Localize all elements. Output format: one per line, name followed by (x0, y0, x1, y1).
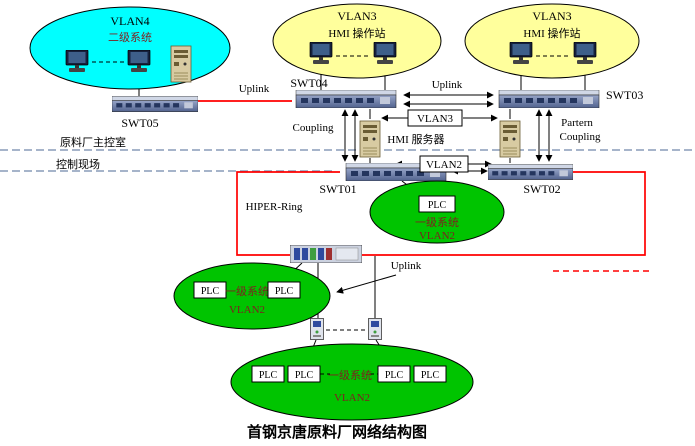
plc-left-vlan-label: VLAN2 (229, 304, 265, 316)
uplink-right-label: Uplink (432, 79, 463, 91)
ring-right-segment (362, 171, 646, 256)
plc-left-ellipse (173, 262, 331, 330)
vlan3-mid-ellipse (272, 3, 442, 79)
computer-icon (65, 50, 89, 73)
partern-coupling-label: Coupling (560, 131, 601, 143)
switch-icon-swt03 (498, 90, 600, 108)
hmi-station-mid-label: HMI 操作站 (328, 26, 385, 40)
ring-left-segment (236, 171, 340, 256)
vlan3-tag-box (407, 109, 463, 127)
switch-icon-swt04 (295, 90, 397, 108)
arrow-uplink-field (336, 274, 397, 294)
server-icon (170, 45, 192, 83)
vlan3-right-ellipse (464, 3, 640, 79)
link-labels: Uplink Uplink Coupling VLAN3 Partern Cou… (239, 79, 601, 272)
zone-plc-mid: PLC 一级系统 VLAN2 (369, 180, 505, 244)
zone-vlan4: VLAN4 二级系统 (29, 6, 231, 90)
partern-label: Partern (561, 117, 593, 129)
switch-label-swt05: SWT05 (121, 116, 158, 130)
hmi-servers: HMI 服务器 (359, 120, 521, 158)
switch-label-swt02: SWT02 (523, 182, 560, 196)
plc-box (193, 281, 227, 299)
plc-box (418, 195, 456, 213)
computer-icon (573, 42, 597, 65)
hmi-station-right-label: HMI 操作站 (523, 26, 580, 40)
coupling-label: Coupling (293, 122, 334, 134)
media-converter-icon (310, 318, 324, 340)
computer-icon (373, 42, 397, 65)
plc-mid-system-label: 一级系统 (415, 216, 459, 229)
computer-icon (509, 42, 533, 65)
plc-box-label: PLC (428, 200, 447, 211)
plc-box (267, 281, 301, 299)
hmi-server-icon (499, 120, 521, 158)
vlan2-tag-box (419, 155, 469, 173)
switch-label-swt04: SWT04 (290, 76, 327, 90)
plc-box (251, 365, 285, 383)
hiper-ring-label: HIPER-Ring (246, 201, 303, 213)
vlan3-mid-title: VLAN3 (337, 9, 376, 23)
plc-box-label: PLC (385, 370, 404, 381)
area-label-main-control-room: 原料厂主控室 (60, 135, 126, 149)
plc-box-label: PLC (259, 370, 278, 381)
vlan4-system-label: 二级系统 (108, 31, 152, 44)
zone-hmi-right: VLAN3 HMI 操作站 (464, 3, 640, 79)
area-label-control-site: 控制现场 (56, 157, 100, 171)
plc-bottom-ellipse (230, 343, 474, 421)
switch-label-swt03: SWT03 (606, 88, 643, 102)
media-converters (310, 318, 382, 340)
diagram-title: 首钢京唐原料厂网络结构图 (247, 423, 427, 441)
switch-icon-swt05 (112, 96, 198, 112)
plc-box (287, 365, 321, 383)
zone-plc-left: PLC 一级系统 PLC VLAN2 (173, 262, 331, 330)
hiper-ring-lines (198, 100, 652, 272)
hmi-server-label: HMI 服务器 (387, 133, 444, 146)
vlan3-right-title: VLAN3 (532, 9, 571, 23)
switch-label-swt01: SWT01 (319, 182, 356, 196)
computer-icon (309, 42, 333, 65)
zone-hmi-mid: VLAN3 HMI 操作站 (272, 3, 442, 79)
plc-box-label: PLC (421, 370, 440, 381)
vlan2-tag-label: VLAN2 (426, 159, 462, 171)
zone-plc-bottom: PLC PLC 一级系统 PLC PLC VLAN2 (230, 343, 474, 421)
plc-mid-vlan-label: VLAN2 (419, 230, 455, 242)
switches: SWT05 SWT04 SWT03 SWT01 SWT02 (112, 76, 643, 263)
plc-bottom-system-label: 一级系统 (328, 369, 372, 382)
switch-icon-swt02 (488, 163, 573, 181)
plc-box (377, 365, 411, 383)
plc-box-label: PLC (275, 286, 294, 297)
hmi-server-icon (359, 120, 381, 158)
uplink-left-label: Uplink (239, 83, 270, 95)
plc-box-label: PLC (201, 286, 220, 297)
computer-icon (127, 50, 151, 73)
plc-left-system-label: 一级系统 (225, 285, 269, 298)
vlan3-tag-label: VLAN3 (417, 113, 454, 125)
plc-box-label: PLC (295, 370, 314, 381)
media-converter-icon (368, 318, 382, 340)
plc-box (413, 365, 447, 383)
field-switch-icon (290, 245, 362, 263)
plc-bottom-vlan-label: VLAN2 (334, 392, 370, 404)
uplink-field-label: Uplink (391, 260, 422, 272)
vlan4-title: VLAN4 (110, 14, 149, 28)
area-separators: 原料厂主控室 控制现场 (0, 135, 695, 172)
